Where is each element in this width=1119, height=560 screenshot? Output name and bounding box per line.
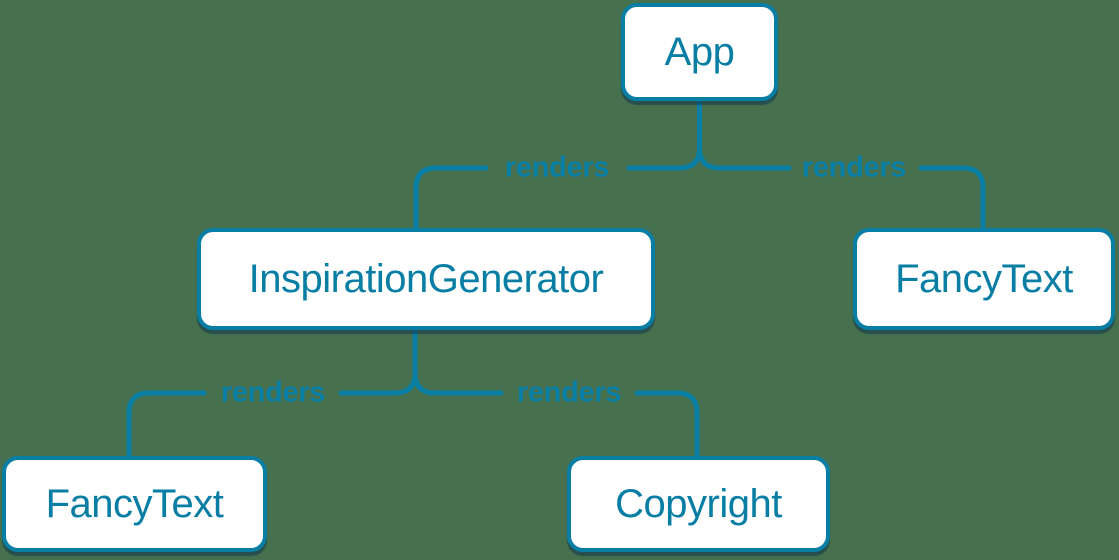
- edge-app-to-inspiration-generator-child-segment: [413, 165, 489, 233]
- edge-inspiration-generator-to-fancy-text-child-segment: [126, 390, 207, 461]
- node-copyright-label: Copyright: [615, 481, 782, 526]
- edge-app-to-fancy-text-child-segment: [918, 165, 986, 233]
- node-fancy-text-right-label: FancyText: [895, 256, 1073, 301]
- edge-app-to-inspiration-generator-parent-segment: [626, 98, 702, 171]
- edge-label-inspiration-generator-to-fancy-text: renders: [220, 376, 326, 409]
- node-fancy-text-left-label: FancyText: [45, 481, 224, 526]
- edge-label-app-to-inspiration-generator: renders: [504, 151, 610, 184]
- edge-label-inspiration-generator-to-copyright: renders: [516, 376, 622, 409]
- node-inspiration-generator: InspirationGenerator: [197, 228, 655, 330]
- edge-app-to-fancy-text-parent-segment: [697, 98, 792, 171]
- node-fancy-text-left: FancyText: [2, 456, 267, 552]
- node-app-label: App: [664, 29, 735, 74]
- edge-inspiration-generator-to-copyright-child-segment: [634, 390, 700, 461]
- node-copyright: Copyright: [567, 456, 830, 552]
- node-app: App: [621, 3, 778, 101]
- edge-inspiration-generator-to-copyright-parent-segment: [412, 327, 504, 396]
- node-fancy-text-right: FancyText: [853, 228, 1115, 330]
- node-inspiration-generator-label: InspirationGenerator: [248, 256, 604, 301]
- edge-inspiration-generator-to-fancy-text-parent-segment: [338, 327, 418, 396]
- edge-label-app-to-fancy-text: renders: [801, 151, 907, 184]
